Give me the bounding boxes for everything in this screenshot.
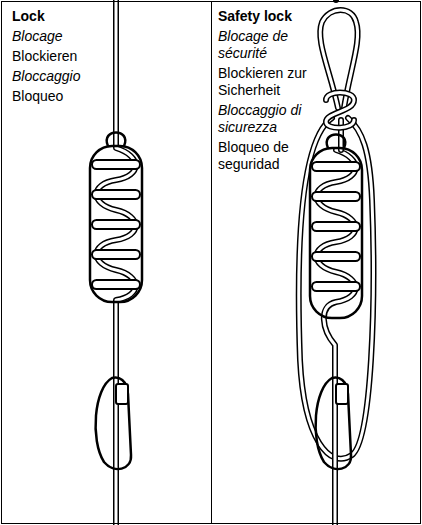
- caption-stack: Safety lockBlocage de sécuritéBlockieren…: [218, 8, 314, 173]
- language-panel: LockBlocageBlockierenBloccaggioBloqueo: [1, 1, 212, 524]
- caption-translation: Blockieren: [12, 48, 102, 65]
- caption-translation: Bloccaggio: [12, 68, 102, 85]
- caption-translation: Blockieren zur Sicherheit: [218, 65, 314, 99]
- caption-translation: Bloccaggio di sicurezza: [218, 102, 314, 136]
- caption-translation: Bloqueo: [12, 88, 102, 105]
- caption-stack: LockBlocageBlockierenBloccaggioBloqueo: [12, 8, 102, 105]
- caption-translation: Blocage de sécurité: [218, 28, 314, 62]
- caption-heading: Lock: [12, 8, 102, 25]
- left-rack: [90, 0, 142, 525]
- caption-heading: Safety lock: [218, 8, 314, 25]
- caption-translation: Blocage: [12, 28, 102, 45]
- language-panel: Safety lockBlocage de sécuritéBlockieren…: [211, 1, 421, 524]
- caption-translation: Bloqueo de seguridad: [218, 139, 314, 173]
- right-rack: [299, 0, 374, 525]
